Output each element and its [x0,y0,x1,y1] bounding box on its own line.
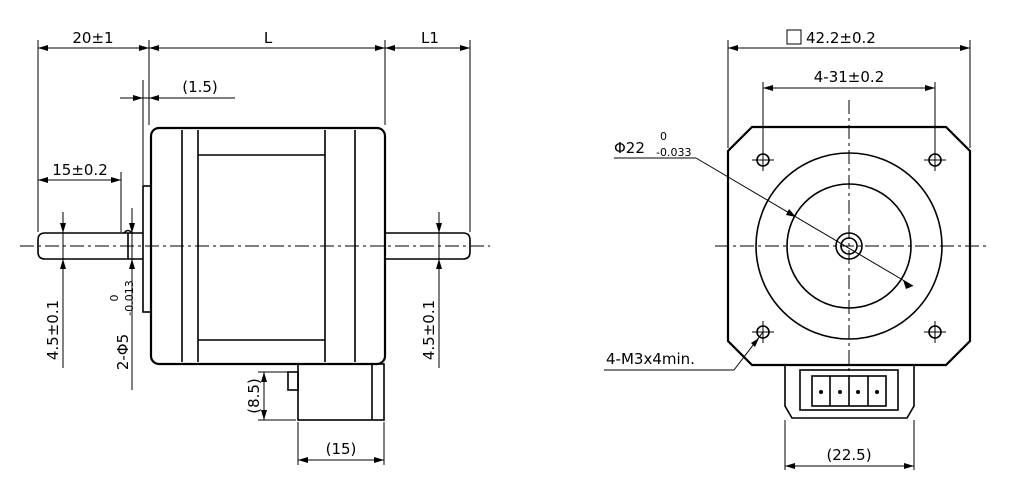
dim-mount-holes: 4-M3x4min. [604,331,764,371]
dim-rear-shaft: L1 [385,29,470,51]
front-connector [784,365,915,419]
dim-pilot-diameter: Φ22 0 -0.033 [614,130,914,289]
dim-pilot-diameter-upper: 0 [660,130,667,143]
dim-rear-flat: 4.5±0.1 [420,212,442,368]
motor-body [149,126,387,366]
flange-square [726,125,972,367]
rear-shaft [385,232,471,260]
dim-shaft-diameter-lower: -0.013 [123,280,136,315]
dim-shaft-length: 20±1 [38,29,149,51]
pilot-circle [786,183,912,309]
pilot-boss [142,185,152,313]
dim-mount-holes-label: 4-M3x4min. [606,350,695,368]
dim-hole-pitch-label: 4-31±0.2 [814,68,884,86]
dim-front-flat: 4.5±0.1 [44,212,66,368]
dim-shaft-diameter-upper: 0 [108,295,121,302]
dim-front-connector-width: (22.5) [785,446,914,469]
dim-front-connector-width-label: (22.5) [826,446,871,464]
dim-pilot-diameter-prefix: Φ22 [614,139,645,157]
dim-rear-flat-label: 4.5±0.1 [420,300,438,360]
dim-front-flat-label: 4.5±0.1 [44,300,62,360]
dim-pilot-diameter-lower: -0.033 [656,146,691,159]
dim-body-length-label: L [264,29,273,47]
side-connector [287,363,385,421]
front-extension-lines [727,40,971,470]
shaft-outer-circle [835,232,863,260]
dim-shaft-diameter-prefix: 2-Φ5 [114,334,132,370]
side-extension-lines [37,40,471,465]
dim-connector-height: (8.5) [245,372,267,420]
front-view: 42.2±0.2 4-31±0.2 Φ22 0 -0.033 4-M3x4min… [604,29,990,470]
dim-shaft-length-label: 20±1 [72,29,113,47]
dim-flat-length-label: 15±0.2 [52,161,108,179]
dim-connector-width-label: (15) [326,440,357,458]
shaft-inner-circle [840,237,858,255]
dim-pilot-thickness-label: (1.5) [182,78,218,96]
dim-hole-pitch: 4-31±0.2 [763,68,935,91]
front-shaft [37,229,143,260]
side-view: 20±1 L L1 (1.5) 15±0.2 [20,29,490,465]
dim-connector-width: (15) [298,440,384,463]
flange-outer-circle [755,152,943,340]
dim-rear-shaft-label: L1 [421,29,439,47]
square-symbol-icon [786,29,802,45]
dim-pilot-thickness: (1.5) [120,78,235,101]
dim-shaft-diameter: 2-Φ5 0 -0.013 [108,208,136,390]
dim-connector-height-label: (8.5) [245,378,263,414]
dim-square: 42.2±0.2 [728,29,970,51]
mounting-holes [752,149,946,343]
dim-square-label: 42.2±0.2 [806,29,876,47]
dim-body-length: L [149,29,385,51]
dim-flat-length: 15±0.2 [38,161,121,183]
